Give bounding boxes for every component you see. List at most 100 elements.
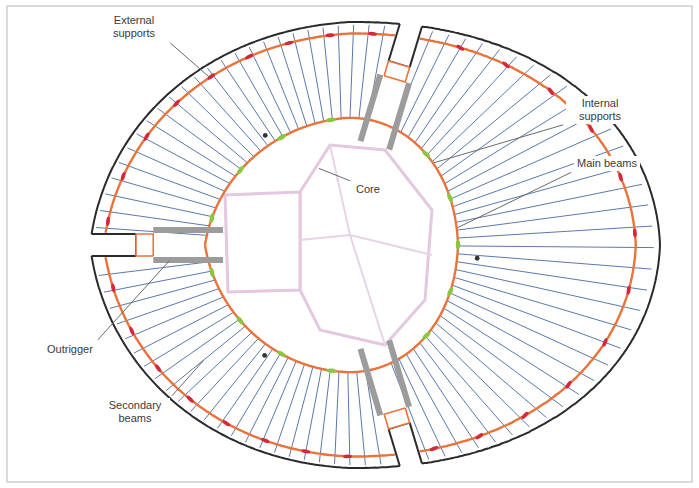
secondary-beam <box>436 323 547 418</box>
external-support <box>626 286 631 295</box>
secondary-beam <box>426 336 513 435</box>
external-support <box>260 437 270 444</box>
core <box>225 145 432 345</box>
secondary-beam <box>158 108 242 169</box>
secondary-beam <box>178 332 252 401</box>
external-support <box>547 86 555 95</box>
external-support <box>326 33 335 37</box>
slab-edge <box>422 26 660 463</box>
external-support <box>501 60 510 69</box>
main-beam <box>106 33 395 232</box>
secondary-beam <box>444 308 579 394</box>
external-support <box>244 53 254 60</box>
callout-label: Outrigger <box>44 342 96 357</box>
internal-support <box>421 149 431 159</box>
secondary-beam <box>147 121 236 177</box>
external-support <box>368 31 377 36</box>
supports <box>106 31 637 458</box>
secondary-beam <box>110 280 215 308</box>
secondary-beam <box>235 53 283 136</box>
outrigger <box>153 257 223 263</box>
secondary-beam <box>415 43 483 142</box>
external-support <box>429 445 439 452</box>
secondary-beam <box>457 205 648 230</box>
external-support <box>520 411 529 420</box>
slab-edge <box>410 26 422 67</box>
leader-line <box>172 360 204 396</box>
core-walls <box>300 145 432 345</box>
secondary-beam <box>125 297 223 339</box>
callout-label: Main beams <box>574 156 640 171</box>
secondary-beam <box>169 97 247 163</box>
external-support <box>455 44 465 52</box>
secondary-beam <box>166 326 245 391</box>
internal-support <box>421 331 431 341</box>
secondary-beam <box>432 65 534 162</box>
slab-edge <box>92 233 136 235</box>
secondary-beam <box>413 349 478 448</box>
secondary-beam <box>348 372 350 465</box>
internal-support <box>446 286 454 297</box>
core-outline <box>300 145 432 345</box>
outrigger <box>360 75 380 141</box>
slab-edge <box>92 22 660 468</box>
external-support <box>172 99 181 108</box>
secondary-beam <box>144 312 234 366</box>
secondary-beam <box>431 330 530 427</box>
main-beam <box>205 118 458 372</box>
secondary-beam <box>194 77 260 151</box>
secondary-beam <box>319 370 330 462</box>
secondary-beam <box>260 361 296 448</box>
outrigger <box>389 340 409 406</box>
leader-line <box>319 168 350 181</box>
secondary-beam <box>456 270 641 311</box>
leader-line <box>434 125 563 163</box>
slab-edge <box>92 255 136 257</box>
outrigger <box>360 349 380 415</box>
secondary-beam <box>119 162 220 199</box>
leader-lines <box>98 43 571 396</box>
leader-line <box>458 172 572 227</box>
internal-support <box>456 240 460 250</box>
main-beam <box>420 39 636 452</box>
external-support <box>106 217 111 226</box>
internal-support <box>209 213 215 223</box>
secondary-beam <box>357 372 366 465</box>
secondary-beam <box>458 226 653 238</box>
secondary-beam <box>338 26 341 119</box>
external-support <box>128 326 135 336</box>
secondary-beam <box>308 30 324 121</box>
frame <box>7 6 692 482</box>
internal-support <box>236 315 245 325</box>
secondary-beam <box>204 344 266 421</box>
main-beam <box>106 257 395 456</box>
secondary-beam <box>447 301 594 381</box>
secondary-beam <box>182 87 254 157</box>
secondary-beam <box>245 357 288 442</box>
secondary-beam <box>350 25 354 118</box>
outrigger-node <box>136 234 153 256</box>
callout-label: Internal supports <box>566 96 634 124</box>
external-support <box>284 40 294 46</box>
external-support <box>120 172 126 182</box>
callout-label: Core <box>353 182 383 197</box>
secondary-beam <box>249 47 290 133</box>
core-shaft <box>225 192 300 292</box>
secondary-beam <box>454 277 631 330</box>
internal-support <box>276 350 287 359</box>
internal-support <box>326 117 336 122</box>
external-support <box>154 363 162 373</box>
internal-support <box>446 193 454 204</box>
secondary-beam <box>105 194 212 217</box>
secondary-beam <box>456 184 642 222</box>
external-support <box>111 283 116 293</box>
secondary-beam <box>127 148 224 192</box>
external-support <box>143 132 151 142</box>
secondary-beam <box>323 28 332 120</box>
secondary-beam <box>359 25 369 118</box>
slab-edge <box>410 423 422 464</box>
external-support <box>301 449 311 454</box>
column <box>475 256 480 261</box>
secondary-beam <box>137 134 230 184</box>
